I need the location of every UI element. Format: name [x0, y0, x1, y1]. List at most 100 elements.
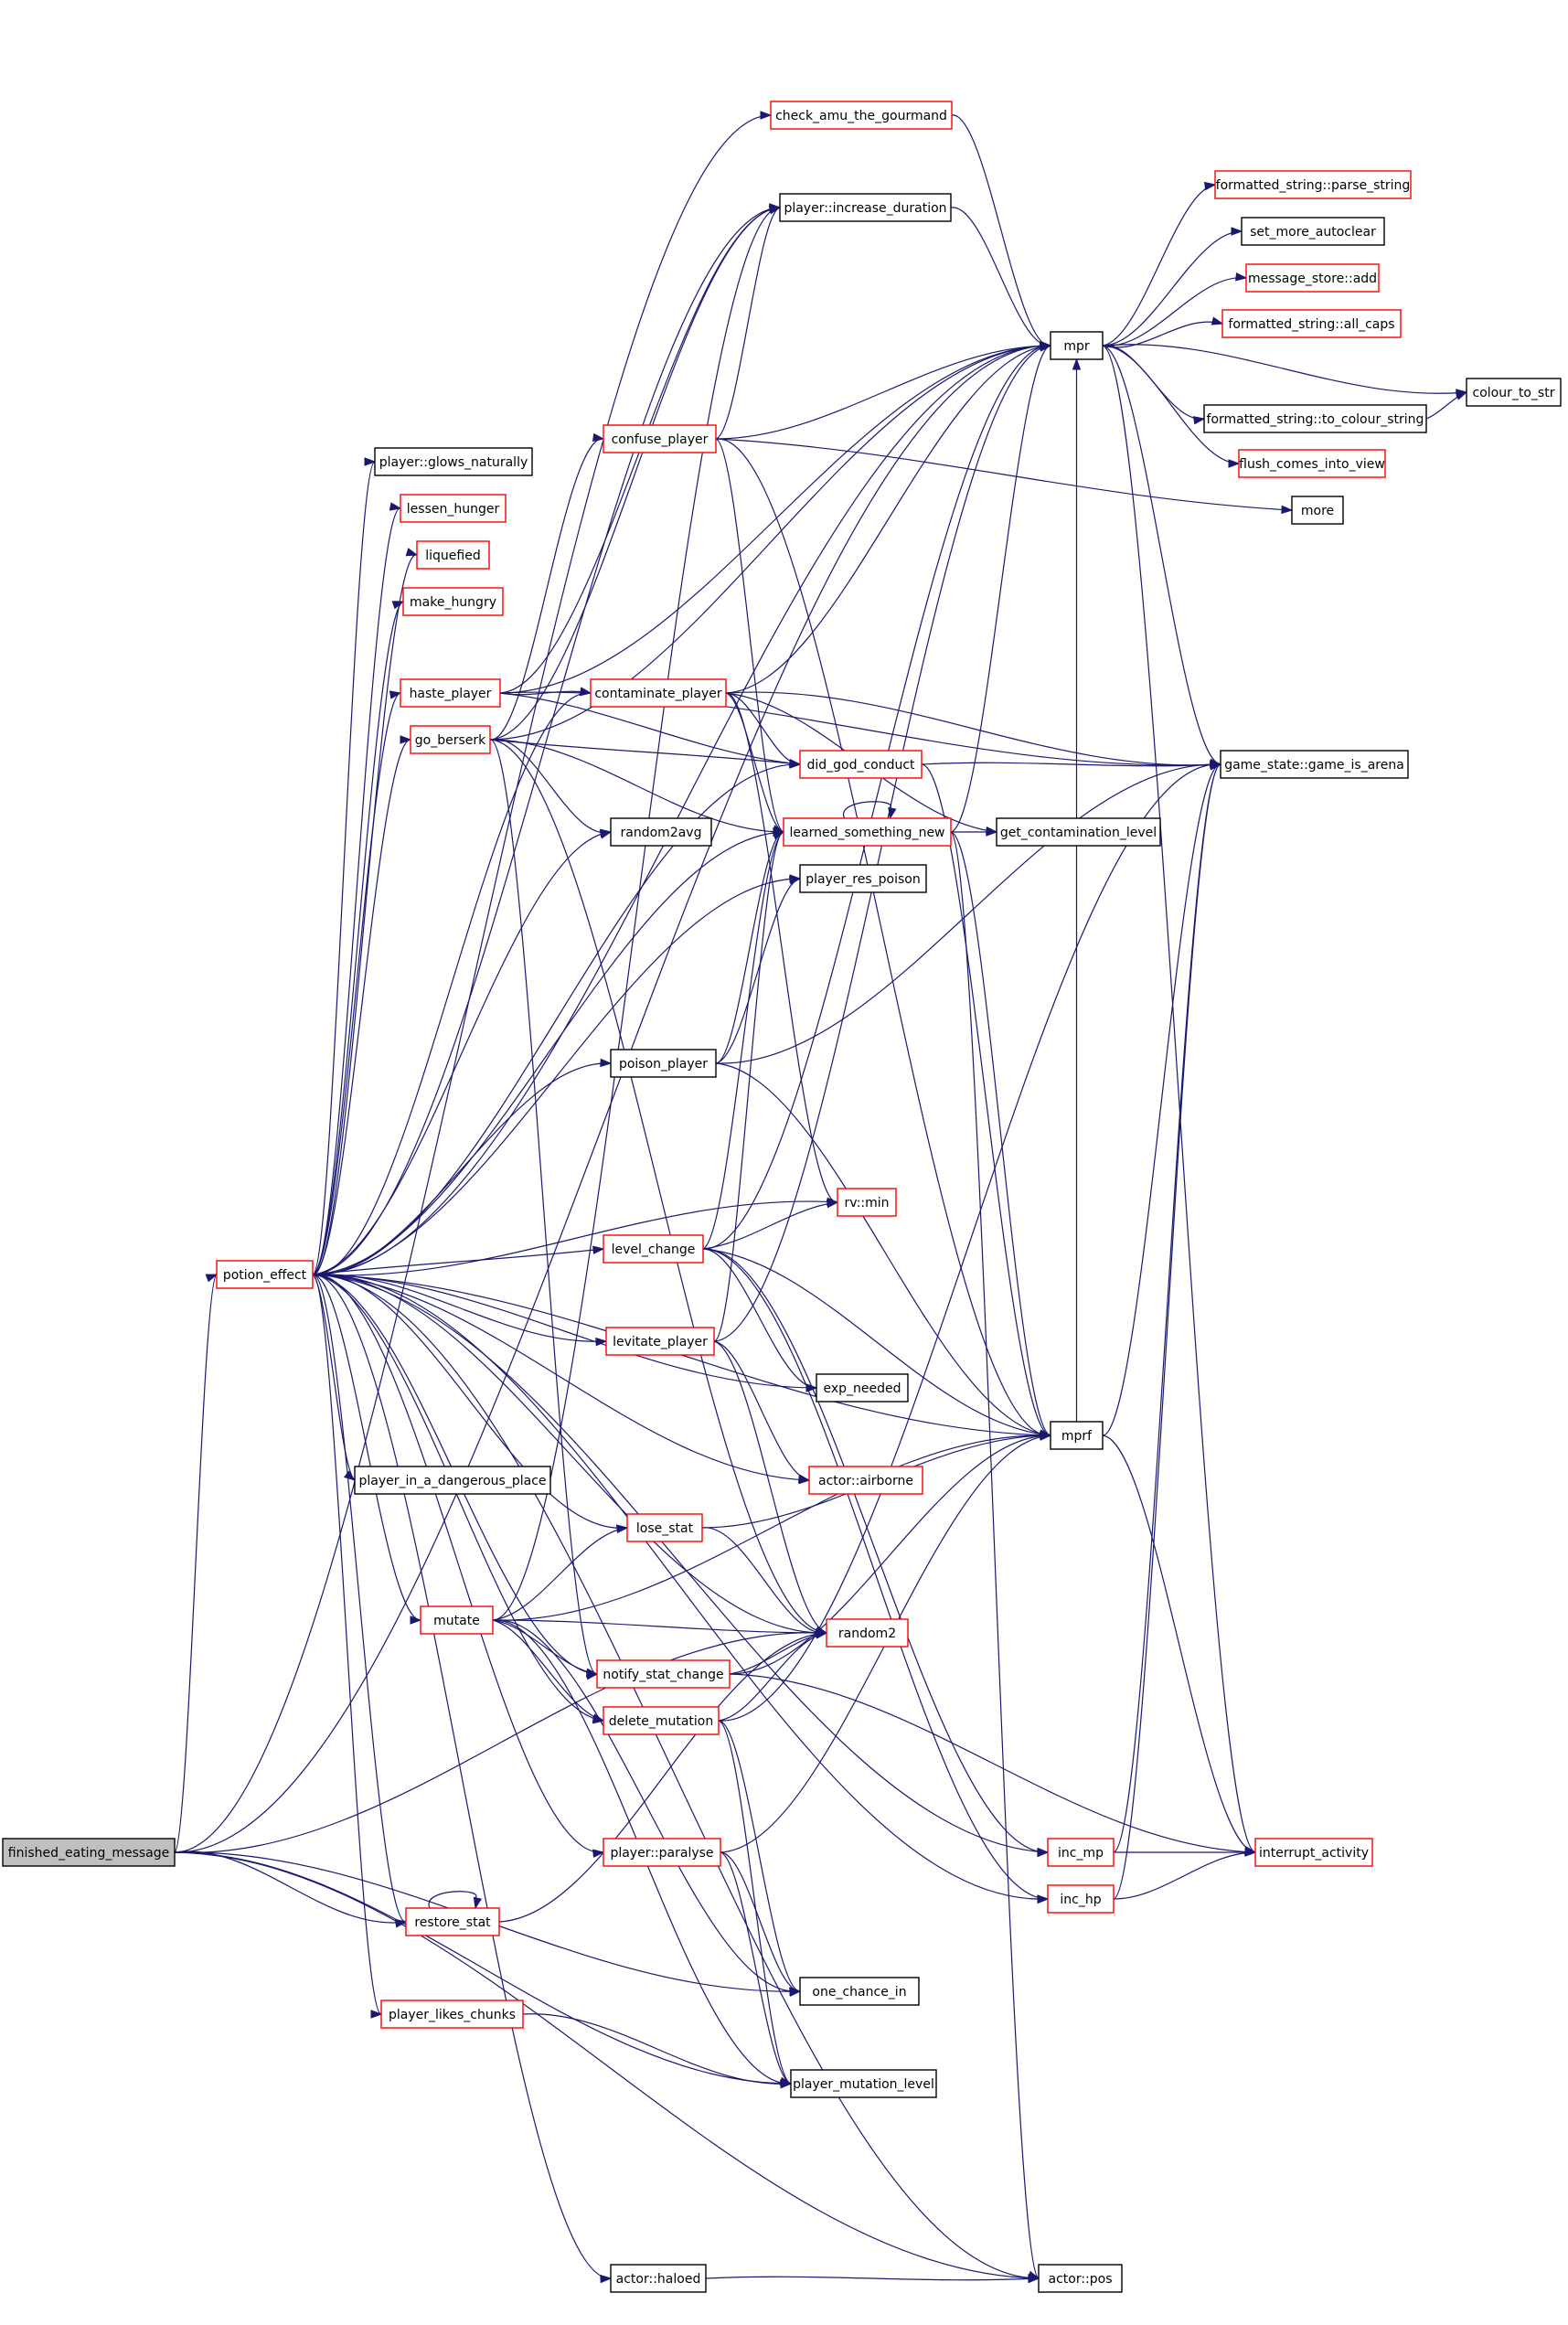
node-interrupt-activity[interactable]: interrupt_activity: [1254, 1838, 1373, 1867]
node-box: [610, 817, 712, 847]
node-increase-duration[interactable]: player::increase_duration: [779, 193, 952, 222]
node-box: [1214, 170, 1412, 199]
node-box: [837, 1188, 897, 1217]
node-likes-chunks[interactable]: player_likes_chunks: [380, 2000, 524, 2029]
node-haste-player[interactable]: haste_player: [400, 678, 501, 708]
node-one-chance-in[interactable]: one_chance_in: [799, 1977, 920, 2006]
node-all-caps[interactable]: formatted_string::all_caps: [1221, 309, 1402, 338]
node-box: [779, 193, 952, 222]
node-box: [1221, 309, 1402, 338]
node-check-amu[interactable]: check_amu_the_gourmand: [770, 101, 953, 130]
node-level-change[interactable]: level_change: [603, 1234, 704, 1264]
node-random2[interactable]: random2: [826, 1618, 909, 1648]
edge-notify_stat_change-to-interrupt_activity: [729, 1673, 1257, 1857]
node-label: formatted_string::to_colour_string: [1207, 412, 1424, 427]
edge-paralyse-to-mutation_level: [720, 1851, 793, 2086]
node-parse-string[interactable]: formatted_string::parse_string: [1214, 170, 1412, 199]
node-label: notify_stat_change: [603, 1668, 723, 1682]
edge-poison_player-to-learned: [715, 827, 785, 1064]
node-notify-stat-change[interactable]: notify_stat_change: [596, 1659, 731, 1689]
node-player-res-poison[interactable]: player_res_poison: [799, 864, 927, 893]
node-dangerous-place[interactable]: player_in_a_dangerous_place: [354, 1466, 551, 1495]
edge-mprf-to-interrupt_activity: [1102, 1434, 1257, 1856]
node-label: actor::airborne: [818, 1474, 913, 1488]
node-get-contamination-level[interactable]: get_contamination_level: [996, 817, 1161, 847]
node-message-store-add[interactable]: message_store::add: [1245, 263, 1380, 293]
node-set-more-autoclear[interactable]: set_more_autoclear: [1241, 217, 1385, 246]
node-lessen-hunger[interactable]: lessen_hunger: [400, 494, 507, 523]
node-potion-effect[interactable]: potion_effect: [216, 1260, 314, 1289]
edge-potion_effect-to-lessen_hunger: [312, 502, 402, 1275]
node-glows[interactable]: player::glows_naturally: [374, 447, 533, 476]
node-inc-mp[interactable]: inc_mp: [1047, 1838, 1115, 1867]
node-confuse-player[interactable]: confuse_player: [603, 424, 717, 453]
node-label: learned_something_new: [789, 826, 944, 840]
node-levitate-player[interactable]: levitate_player: [605, 1327, 715, 1356]
node-label: formatted_string::all_caps: [1228, 317, 1394, 332]
node-flush-comes[interactable]: flush_comes_into_view: [1238, 449, 1386, 478]
node-label: actor::haloed: [616, 2272, 701, 2287]
node-mpr[interactable]: mpr: [1050, 331, 1104, 360]
node-make-hungry[interactable]: make_hungry: [402, 587, 504, 616]
node-random2avg[interactable]: random2avg: [610, 817, 712, 847]
node-box: [405, 1907, 500, 1936]
node-poison-player[interactable]: poison_player: [610, 1049, 717, 1078]
edge-potion_effect-to-restore_stat: [312, 1274, 408, 1928]
node-colour-to-str[interactable]: colour_to_str: [1466, 378, 1562, 407]
node-finished-eating-message[interactable]: finished_eating_message: [2, 1838, 176, 1867]
node-liquefied[interactable]: liquefied: [416, 540, 490, 570]
node-restore-stat[interactable]: restore_stat: [405, 1907, 500, 1936]
node-mprf[interactable]: mprf: [1050, 1421, 1104, 1450]
node-lose-stat[interactable]: lose_stat: [626, 1513, 703, 1542]
node-label: check_amu_the_gourmand: [775, 109, 947, 123]
function-nodes: finished_eating_message potion_effect chec…: [2, 101, 1562, 2293]
node-mutate[interactable]: mutate: [420, 1605, 494, 1635]
node-mutation-level[interactable]: player_mutation_level: [790, 2069, 937, 2098]
node-label: player::paralyse: [610, 1846, 713, 1861]
node-label: contaminate_player: [594, 687, 722, 701]
node-actor-pos[interactable]: actor::pos: [1038, 2264, 1123, 2293]
edge-learned-to-get_contamination_level: [950, 827, 998, 837]
node-delete-mutation[interactable]: delete_mutation: [603, 1706, 720, 1735]
node-did-god-conduct[interactable]: did_god_conduct: [799, 750, 923, 779]
edge-mpr-to-set_more_autoclear: [1102, 227, 1243, 347]
edge-level_change-to-learned: [702, 831, 785, 1250]
node-label: go_berserk: [415, 733, 486, 748]
node-go-berserk[interactable]: go_berserk: [410, 725, 491, 754]
node-label: make_hungry: [410, 595, 496, 610]
node-box: [1245, 263, 1380, 293]
node-label: player_likes_chunks: [389, 2008, 516, 2022]
node-more[interactable]: more: [1291, 496, 1344, 525]
node-label: mutate: [433, 1614, 480, 1628]
node-actor-haloed[interactable]: actor::haloed: [610, 2264, 707, 2293]
node-box: [603, 1234, 704, 1264]
node-box: [1047, 1884, 1115, 1914]
edge-potion_effect-to-mutate: [312, 1274, 422, 1625]
node-box: [216, 1260, 314, 1289]
node-to-colour-string[interactable]: formatted_string::to_colour_string: [1203, 404, 1427, 433]
node-contaminate-player[interactable]: contaminate_player: [590, 678, 727, 708]
node-learned[interactable]: learned_something_new: [783, 817, 952, 847]
edge-paralyse-to-one_chance_in: [720, 1851, 802, 1996]
node-actor-airborne[interactable]: actor::airborne: [808, 1466, 923, 1495]
node-inc-hp[interactable]: inc_hp: [1047, 1884, 1115, 1914]
node-box: [826, 1618, 909, 1648]
edge-potion_effect-to-liquefied: [312, 548, 419, 1275]
edge-potion_effect-to-make_hungry: [312, 601, 405, 1275]
edge-lose_stat-to-random2: [701, 1527, 828, 1639]
node-box: [1220, 750, 1409, 779]
node-game-is-arena[interactable]: game_state::game_is_arena: [1220, 750, 1409, 779]
node-box: [1254, 1838, 1373, 1867]
node-box: [603, 1838, 721, 1867]
node-box: [400, 494, 507, 523]
node-rv-min[interactable]: rv::min: [837, 1188, 897, 1217]
node-label: set_more_autoclear: [1250, 225, 1376, 240]
node-box: [400, 678, 501, 708]
node-exp-needed[interactable]: exp_needed: [816, 1373, 909, 1402]
edge-mpr-to-all_caps: [1102, 316, 1224, 348]
node-paralyse[interactable]: player::paralyse: [603, 1838, 721, 1867]
edge-restore_stat-to-random2: [498, 1628, 828, 1923]
node-label: interrupt_activity: [1259, 1846, 1369, 1861]
edge-potion_effect-to-go_berserk: [312, 735, 412, 1275]
node-box: [1050, 1421, 1104, 1450]
